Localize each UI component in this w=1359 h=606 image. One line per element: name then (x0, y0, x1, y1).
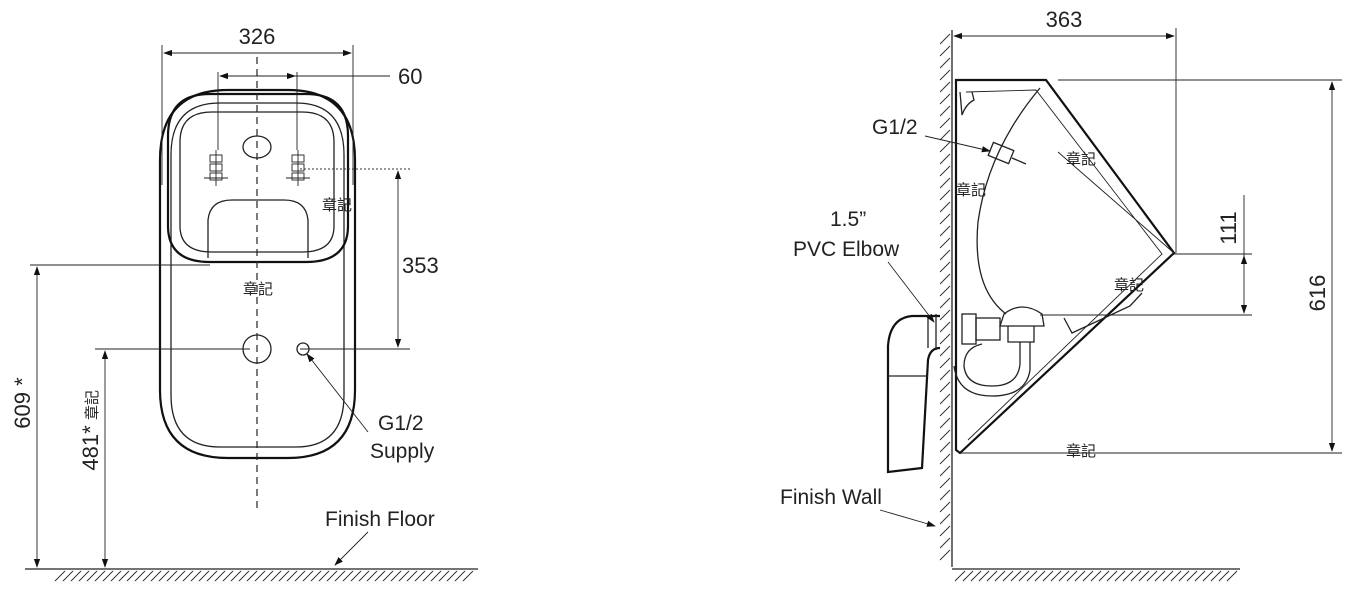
dim-60-label: 60 (398, 64, 422, 89)
side-stamp-2: 章記 (956, 181, 986, 199)
floor-leader (334, 531, 369, 566)
front-urinal-body (158, 88, 357, 460)
side-trap (953, 306, 1045, 397)
dim-353-label: 353 (402, 253, 439, 278)
side-view: 363 616 111 G1/2 1.5” PVC Elbow Finish W… (780, 7, 1342, 582)
side-bowl-curve (976, 87, 1041, 315)
front-stamp-1: 章記 (322, 196, 352, 214)
front-basin-outer (166, 92, 350, 264)
side-front-lip (1063, 292, 1143, 334)
side-rim-lip (959, 91, 975, 116)
front-view: 326 60 353 609 * 481* G1/2 Supply Finish… (10, 24, 478, 582)
side-urinal-inner-shell (965, 89, 1163, 441)
supply-label-line1: G1/2 (378, 412, 424, 435)
side-stamp-4: 章記 (1066, 442, 1096, 460)
dim-326-label: 326 (239, 24, 276, 49)
elbow-leader (887, 261, 935, 323)
side-stamp-1: 章記 (1066, 150, 1096, 168)
inlet-leader (924, 135, 991, 153)
wall-hatching (939, 33, 951, 561)
side-floor-hatching (954, 570, 1238, 582)
wall-leader (879, 509, 936, 527)
front-stamp-3: 章記 (83, 390, 101, 420)
dim-363-label: 363 (1046, 7, 1083, 32)
side-stamp-3: 章記 (1114, 276, 1144, 294)
dim-111-label: 111 (1216, 211, 1241, 244)
floor-label: Finish Floor (325, 508, 435, 531)
front-urinal-inner-rim (170, 102, 345, 448)
front-basin-inner (179, 111, 335, 253)
side-urinal-body (954, 78, 1176, 455)
side-inlet-fitting (987, 141, 1027, 165)
dim-481-label: 481* (78, 425, 103, 471)
wall-label: Finish Wall (780, 486, 882, 509)
inlet-label: G1/2 (872, 116, 918, 139)
dim-616-label: 616 (1305, 275, 1330, 312)
front-mounting-bracket-left (204, 150, 228, 186)
pvc-elbow (886, 314, 941, 474)
floor-hatching (54, 570, 474, 582)
elbow-label-line1: 1.5” (830, 208, 866, 231)
supply-leader (306, 353, 369, 433)
supply-label-line2: Supply (370, 440, 435, 463)
front-stamp-2: 章記 (243, 280, 273, 298)
front-mounting-bracket-right (286, 150, 310, 186)
elbow-label-line2: PVC Elbow (793, 238, 900, 261)
dim-609-label: 609 * (10, 377, 35, 429)
front-basin-bottom (207, 199, 309, 258)
